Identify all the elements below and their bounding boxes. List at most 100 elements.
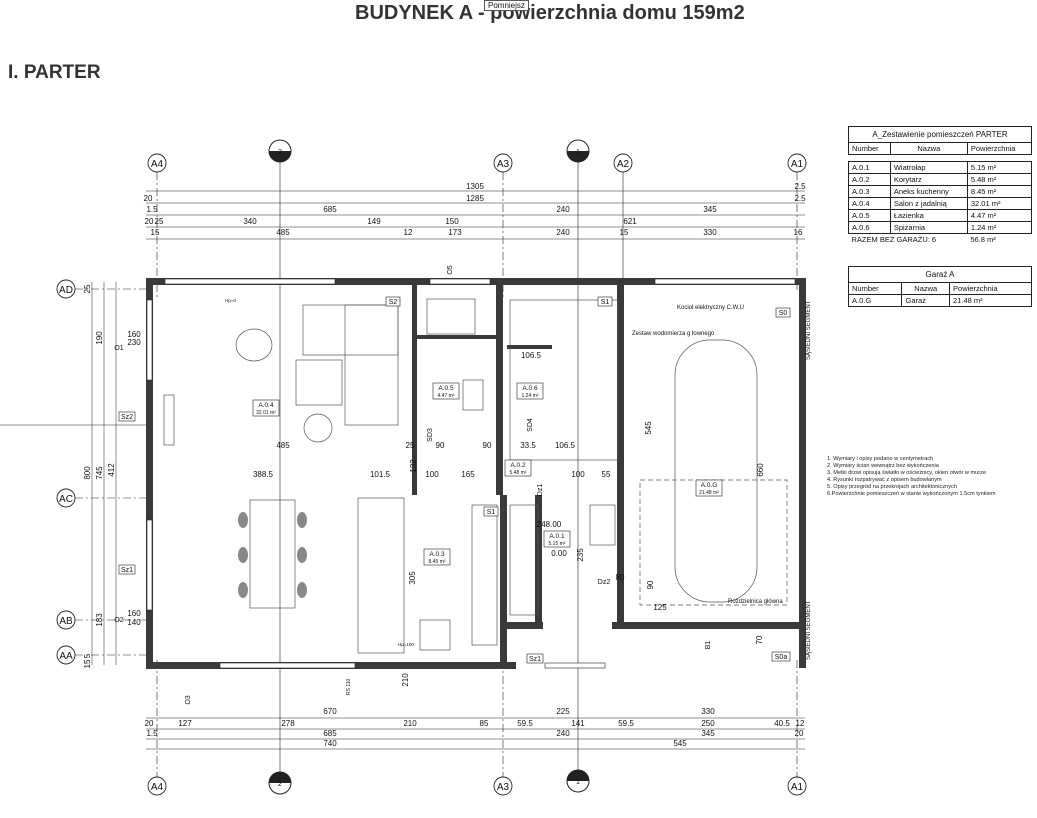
table-cell: A.0.1 [848, 161, 891, 174]
table-cell: Garaż [901, 294, 951, 307]
dimension-text: 106.5 [555, 441, 576, 450]
axis-label: AC [59, 494, 73, 505]
plan-annotations: Kocioł elektryczny C.W.U Zestaw wodomier… [225, 298, 812, 695]
interior-dimensions: 485 25 90 90 33.5 106.5 388.5 101.5 100 … [253, 351, 765, 687]
annotation-text: SĄSIEDNI SEGMENT [806, 300, 812, 360]
table-cell: 1.24 m² [966, 221, 1033, 234]
note-line: 6.Powierzchnie pomieszczeń w stanie wyko… [827, 491, 996, 497]
table-cell: 8.45 m² [966, 185, 1033, 198]
axis-label: A4 [151, 782, 164, 793]
dimension-text: 12 [404, 228, 413, 237]
room-area: 21.48 m² [699, 490, 719, 496]
room-area: 5.15 m² [549, 541, 566, 547]
table-cell: A.0.4 [848, 197, 891, 210]
dimension-text: 141 [571, 719, 585, 728]
room-label: A.0.G [701, 482, 718, 489]
dimension-text: 12 [796, 719, 805, 728]
annotation-text: SĄSIEDNI SEGMENT [806, 600, 812, 660]
dimension-text: 340 [243, 217, 257, 226]
room-label: A.0.2 [510, 462, 526, 469]
dimension-text: 59.5 [517, 719, 533, 728]
spacer-cell [848, 154, 891, 162]
table-cell: Korytarz [889, 173, 968, 186]
axis-label: A3 [497, 159, 510, 170]
table-cell: Salon z jadalnią [889, 197, 968, 210]
dimension-text: 125 [653, 603, 667, 612]
dimension-text: 173 [448, 228, 462, 237]
spacer-cell [967, 154, 1032, 162]
column-header: Nazwa [901, 282, 951, 295]
dimension-text: 1285 [466, 194, 484, 203]
dimension-text: 545 [644, 421, 653, 435]
note-line: 4. Rysunki rozpatrywać z opisem budowlan… [827, 477, 942, 483]
element-tag: O3 [185, 695, 192, 704]
section-heading: I. PARTER [8, 62, 101, 83]
table-cell: A.0.5 [848, 209, 891, 222]
room-labels: A.0.4 32.01 m² A.0.5 4.47 m² A.0.6 1.24 … [252, 382, 723, 566]
table-cell: Aneks kuchenny [889, 185, 968, 198]
section-mark-label: 2 [278, 149, 282, 156]
table-cell: A.0.2 [848, 173, 891, 186]
element-tag: Sz1 [529, 656, 541, 663]
room-label: A.0.1 [549, 533, 565, 540]
dimension-text: 330 [701, 707, 715, 716]
dimension-text: 165 [461, 470, 475, 479]
axis-label: A1 [791, 159, 804, 170]
note-line: 2. Wymiary ścian wewnątrz bez wykończeni… [827, 463, 939, 469]
drawing-notes: 1. Wymiary i opisy podano w centymetrach… [827, 456, 996, 498]
axis-label: AB [59, 616, 73, 627]
dimension-text: 149 [367, 217, 381, 226]
dimension-text: 160 [127, 330, 141, 339]
dimension-text: 33.5 [520, 441, 536, 450]
axis-label: A3 [497, 782, 510, 793]
section-markers [268, 139, 590, 795]
chairs [238, 512, 307, 598]
bottom-dimensions: 670 225 330 20 127 278 210 85 59.5 141 5… [145, 707, 805, 748]
dimension-text: 106.5 [521, 351, 542, 360]
dimension-text: 278 [281, 719, 295, 728]
dimension-text: 740 [323, 739, 337, 748]
dimension-text: 127 [178, 719, 192, 728]
dimension-text: 240 [556, 228, 570, 237]
table-cell: 4.47 m² [966, 209, 1033, 222]
room-label: A.0.4 [258, 402, 274, 409]
dimension-text: 90 [483, 441, 492, 450]
table-cell: 5.15 m² [966, 161, 1033, 174]
dimension-text: 20 [144, 194, 153, 203]
total-value: 56.8 m² [970, 235, 996, 244]
dimension-text: 235 [576, 548, 585, 562]
dimension-text: 190 [95, 331, 104, 345]
dimension-text: 101.5 [370, 470, 391, 479]
element-tag: S1 [487, 509, 496, 516]
dimension-text: 412 [107, 463, 116, 477]
element-tag: O5 [447, 265, 454, 274]
dimension-lines [91, 190, 805, 750]
table-cell: Spiżarnia [889, 221, 968, 234]
dimension-text: 345 [703, 205, 717, 214]
dimension-text: 800 [83, 466, 92, 480]
dimension-text: 132 [409, 459, 418, 473]
zoom-out-tooltip: Pomniejsz [484, 0, 529, 11]
room-area: 1.24 m² [522, 393, 539, 399]
column-header: Powierzchnia [949, 282, 1032, 295]
dimension-text: 1.5 [146, 205, 158, 214]
dimension-text: 90 [646, 580, 655, 589]
element-tag: S0a [775, 654, 788, 661]
table-cell: 5.48 m² [966, 173, 1033, 186]
element-tag: O1 [114, 345, 123, 352]
dimension-text: 1.5 [146, 729, 158, 738]
axis-label: AA [59, 651, 73, 662]
table-cell: Łazienka [889, 209, 968, 222]
dimension-text: 621 [623, 217, 637, 226]
table-cell: A.0.6 [848, 221, 891, 234]
section-mark-label: 1 [576, 149, 580, 156]
dimension-text: 90 [436, 441, 445, 450]
dimension-text: 2.5 [794, 182, 806, 191]
element-tag: Dz2 [598, 579, 611, 586]
dimension-text: 745 [95, 466, 104, 480]
dimension-text: 80 [616, 573, 625, 582]
